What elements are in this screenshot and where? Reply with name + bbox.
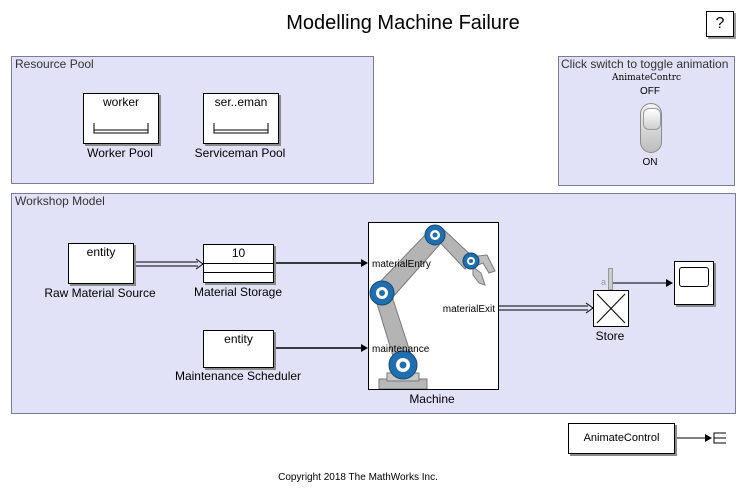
store-port-a: a <box>601 277 607 287</box>
pool-tray-icon <box>93 123 149 134</box>
store-block[interactable] <box>593 290 629 327</box>
scope-block[interactable] <box>674 261 714 305</box>
serviceman-pool-block[interactable]: ser..eman <box>203 93 279 144</box>
serviceman-pool-caption: Serviceman Pool <box>194 146 286 160</box>
raw-material-inner: entity <box>86 245 116 259</box>
help-button[interactable]: ? <box>706 11 734 37</box>
animation-toggle-switch[interactable] <box>640 103 662 153</box>
robot-arm-icon <box>369 224 496 389</box>
animation-panel-label: Click switch to toggle animation <box>561 57 729 71</box>
maintenance-scheduler-block[interactable]: entity <box>203 330 274 368</box>
material-storage-caption: Material Storage <box>193 285 283 299</box>
maintenance-caption: Maintenance Scheduler <box>174 369 302 383</box>
store-caption: Store <box>595 329 625 343</box>
maintenance-inner: entity <box>224 332 253 346</box>
serviceman-pool-inner: ser..eman <box>214 95 268 109</box>
page-title: Modelling Machine Failure <box>286 12 520 34</box>
machine-port-entry: materialEntry <box>372 259 431 270</box>
machine-port-exit: materialExit <box>442 304 495 315</box>
raw-material-source-block[interactable]: entity <box>68 243 134 284</box>
sink-x-icon <box>596 293 626 324</box>
resource-pool-area <box>11 56 374 184</box>
material-storage-block[interactable]: 10 <box>203 244 274 283</box>
worker-pool-inner: worker <box>102 95 139 109</box>
material-storage-inner: 10 <box>231 246 246 260</box>
machine-port-maintenance: maintenance <box>372 344 430 355</box>
store-gauge-icon <box>608 268 613 290</box>
animate-control-name: AnimateContrc <box>612 73 682 83</box>
animate-control-block[interactable]: AnimateControl <box>568 423 675 454</box>
worker-pool-block[interactable]: worker <box>83 93 159 144</box>
switch-off-label: OFF <box>640 86 660 97</box>
workshop-model-label: Workshop Model <box>15 194 105 208</box>
storage-queue-lines <box>204 263 273 273</box>
resource-pool-label: Resource Pool <box>15 57 94 71</box>
switch-knob <box>643 108 661 130</box>
animate-control-label: AnimateControl <box>583 432 660 444</box>
switch-on-label: ON <box>642 157 658 168</box>
copyright-text: Copyright 2018 The MathWorks Inc. <box>278 472 438 483</box>
scope-screen-icon <box>679 267 709 287</box>
worker-pool-caption: Worker Pool <box>87 146 153 160</box>
pool-tray-icon <box>213 123 269 134</box>
machine-caption: Machine <box>409 392 455 406</box>
raw-material-caption: Raw Material Source <box>44 286 156 300</box>
machine-block[interactable]: materialEntry maintenance materialExit <box>368 222 499 390</box>
